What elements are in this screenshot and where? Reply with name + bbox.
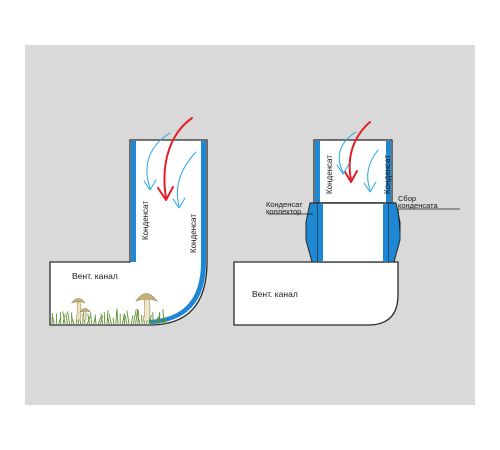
right-condensate-label-2: Конденсат [383, 155, 392, 194]
left-duct-body [49, 139, 208, 326]
right-cold-air-arrow-2 [367, 149, 379, 191]
grass-blade [126, 310, 130, 325]
grass-blade [130, 315, 134, 325]
right-duct-diagram: Конденсат Конденсат Конденсат коллектор … [233, 121, 460, 326]
grass-blade [115, 311, 118, 325]
collector-label-line1: Конденсат [266, 200, 303, 209]
mushroom-small [71, 298, 86, 321]
left-duct-diagram: Конденсат Конденсат Вент. канал [49, 117, 208, 326]
left-warm-air-arrow [163, 117, 193, 199]
right-air-arrows [336, 121, 379, 193]
condensate-collector [305, 202, 401, 263]
left-condensate-label-2: Конденсат [189, 214, 198, 253]
mushroom-large [135, 293, 158, 322]
grass-blade [135, 308, 139, 325]
grass-blade [112, 317, 115, 325]
grass-blade [124, 315, 128, 325]
left-condensate-label-1: Конденсат [141, 201, 150, 240]
grass-blade [62, 315, 66, 325]
grass-blade [52, 316, 55, 325]
grass-blade [65, 312, 68, 325]
left-air-arrows [143, 117, 197, 209]
grass-blade [97, 317, 102, 325]
collection-label-line2: конденсата [398, 201, 438, 210]
grass-blade [154, 316, 159, 325]
collector-body [317, 202, 389, 263]
grass-blade [140, 314, 143, 325]
background-panel [25, 45, 475, 405]
collector-label-line2: коллектор [266, 207, 301, 216]
left-cold-air-arrow-2 [176, 151, 197, 207]
right-warm-air-arrow [348, 121, 371, 181]
left-mushrooms [71, 293, 158, 322]
left-condensate-film [131, 141, 206, 324]
grass-blade [87, 313, 90, 325]
right-duct-label: Вент. канал [252, 289, 298, 299]
mushroom-tiny [79, 308, 91, 321]
grass-blade [90, 312, 93, 325]
right-cold-air-arrow-1 [338, 131, 357, 173]
grass-blade [162, 308, 165, 325]
grass-blade [132, 309, 137, 325]
grass-blade [100, 313, 104, 325]
grass-blade [108, 313, 112, 325]
grass-blade [59, 312, 62, 325]
left-grass [51, 308, 167, 325]
left-cold-air-arrow-1 [146, 132, 171, 189]
grass-blade [107, 316, 110, 325]
collection-pointer-line [397, 208, 460, 233]
grass-blade [103, 311, 106, 325]
grass-blade [94, 314, 97, 325]
grass-blade [149, 317, 152, 325]
right-upper-condensate [315, 141, 391, 203]
right-duct-body [233, 261, 399, 326]
grass-blade [136, 312, 141, 325]
left-duct-label: Вент. канал [72, 271, 118, 281]
right-condensate-label-1: Конденсат [325, 155, 334, 194]
grass-blade [70, 316, 75, 325]
grass-blade [67, 311, 71, 325]
grass-blade [163, 317, 167, 325]
grass-blade [62, 311, 66, 325]
collection-label-line1: Сбор [398, 194, 416, 203]
grass-blade [116, 308, 119, 325]
